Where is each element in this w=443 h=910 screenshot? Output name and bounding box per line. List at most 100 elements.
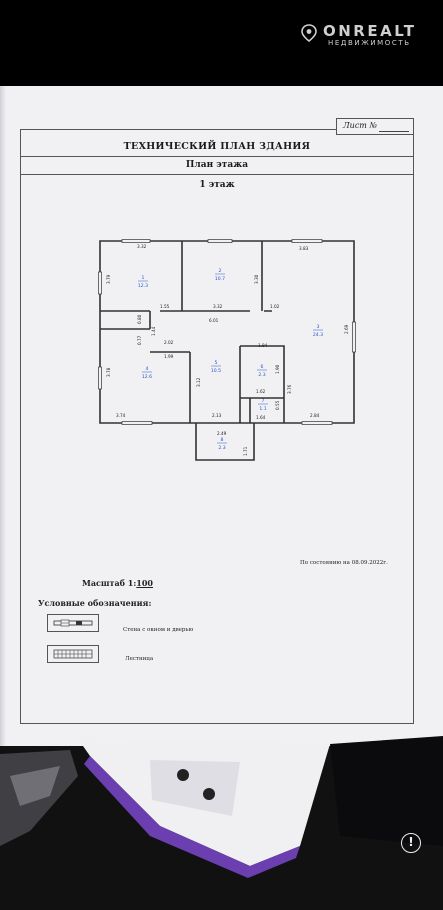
dim-right-height: 2.69 — [344, 324, 349, 334]
dim-top-right: 3.83 — [299, 246, 309, 251]
window-6 — [352, 321, 356, 353]
scale-value: 100 — [136, 578, 153, 588]
dim-bath-top: 1.84 — [258, 343, 268, 348]
document-subtitle: План этажа — [20, 157, 414, 175]
dim-room1-bottom: 1.55 — [160, 304, 170, 309]
window-7 — [121, 421, 153, 425]
window-8 — [301, 421, 333, 425]
dim-top-mid: 3.32 — [213, 304, 223, 309]
floor-plan: 3.32 3.83 3.79 3.78 1.55 3.32 1.02 3.30 … — [98, 239, 356, 461]
wall-window-door-symbol-icon — [53, 619, 93, 627]
room-3-label: 3 24.3 — [313, 324, 323, 338]
wall-lower-left-top — [100, 311, 151, 330]
room-7-label: 7 1.1 — [258, 398, 268, 412]
dark-background-right — [330, 736, 443, 846]
dim-bath-side: 1.90 — [275, 364, 280, 374]
scale-label: Масштаб 1: — [82, 578, 137, 588]
document-title: ТЕХНИЧЕСКИЙ ПЛАН ЗДАНИЯ — [20, 137, 414, 157]
room-8-label: 8 2.3 — [217, 437, 227, 451]
page-edge — [0, 86, 6, 846]
window-4 — [98, 271, 102, 295]
room-5-label: 5 10.5 — [211, 360, 221, 374]
legend-text-stairs: Лестница — [125, 656, 154, 662]
dim-lower-left-bottom: 3.74 — [116, 413, 126, 418]
window-marks — [98, 239, 356, 425]
stairs-symbol-icon — [53, 649, 93, 659]
floor-label: 1 этаж — [199, 180, 235, 190]
room-6-number: 6 — [261, 364, 264, 370]
room-3-area: 24.3 — [313, 332, 323, 338]
outer-wall — [99, 240, 355, 424]
room-2-area: 10.7 — [215, 276, 225, 282]
room-labels: 1 12.3 2 10.7 3 24.3 4 12.6 5 — [138, 268, 323, 451]
dim-room2-bottom-right: 1.02 — [270, 304, 280, 309]
sheet-number-line — [379, 131, 409, 132]
dim-wall-b: 0.77 — [137, 335, 142, 345]
room-1-number: 1 — [142, 275, 145, 281]
dim-hall-width: 6.01 — [209, 318, 219, 323]
window-3 — [291, 239, 323, 243]
room-3-number: 3 — [317, 324, 320, 330]
room-1-label: 1 12.3 — [138, 275, 148, 289]
punch-hole-1 — [177, 769, 189, 781]
dim-wall-c: 1.44 — [151, 326, 156, 336]
dim-room2-side: 3.30 — [254, 274, 259, 284]
room-5-area: 10.5 — [211, 368, 221, 374]
legend-symbol-wall — [47, 614, 99, 632]
room-6-label: 6 2.3 — [257, 364, 267, 378]
room-5-number: 5 — [215, 360, 218, 366]
room-8-number: 8 — [221, 437, 224, 443]
room-4-label: 4 12.6 — [142, 366, 152, 380]
room-7-area: 1.1 — [259, 406, 266, 412]
watermark-subtitle: НЕДВИЖИМОСТЬ — [328, 39, 411, 47]
dim-right-bottom: 2.84 — [310, 413, 320, 418]
sheet-label: Лист № — [343, 121, 378, 130]
dim-lower-left-inner: 1.99 — [164, 354, 174, 359]
porch-wall — [195, 423, 255, 461]
dim-entry-bottom: 2.13 — [212, 413, 222, 418]
room-4-number: 4 — [146, 366, 149, 372]
punch-hole-2 — [203, 788, 215, 800]
dim-left-lower: 3.78 — [106, 367, 111, 377]
dim-wc-side: 0.55 — [275, 400, 280, 410]
info-icon: ! — [408, 835, 414, 849]
map-pin-logo-icon — [301, 24, 317, 42]
dim-corridor-height: 3.12 — [196, 377, 201, 387]
room-4-area: 12.6 — [142, 374, 152, 380]
room-1-area: 12.3 — [138, 283, 148, 289]
date-note: По состоянию на 08.09.2022г. — [300, 560, 388, 566]
dim-lower-left-top: 2.02 — [164, 340, 174, 345]
room-6-area: 2.3 — [258, 372, 265, 378]
dim-left-upper: 3.79 — [106, 274, 111, 284]
foreground-clutter — [0, 736, 443, 910]
room-8-area: 2.3 — [218, 445, 225, 451]
document-frame — [20, 129, 414, 724]
watermark-brand: ONREALT — [323, 22, 417, 40]
legend-symbol-stairs — [47, 645, 99, 663]
watermark: ONREALT НЕДВИЖИМОСТЬ — [301, 22, 433, 52]
dim-wc-bottom: 1.64 — [256, 415, 266, 420]
document-page — [0, 86, 443, 846]
plan-dimensions: 3.32 3.83 3.79 3.78 1.55 3.32 1.02 3.30 … — [106, 244, 349, 456]
dim-wc-width: 1.62 — [256, 389, 266, 394]
room-2-label: 2 10.7 — [215, 268, 225, 282]
sheet-number-box: Лист № — [336, 118, 414, 135]
room-2-number: 2 — [219, 268, 222, 274]
window-5 — [98, 366, 102, 390]
purple-folder-edge — [84, 756, 300, 878]
info-button[interactable]: ! — [401, 833, 421, 853]
dim-top-left: 3.32 — [137, 244, 147, 249]
legend-title: Условные обозначения: — [38, 598, 152, 608]
room-7-number: 7 — [262, 398, 265, 404]
plan-walls — [99, 240, 355, 461]
dim-porch-side: 1.71 — [243, 446, 248, 456]
plastic-sleeve — [150, 760, 240, 816]
legend-text-wall: Стена с окном и дверью — [123, 627, 194, 633]
dim-porch-width: 2.49 — [217, 431, 227, 436]
scale-line: Масштаб 1:100 — [82, 578, 153, 588]
crumpled-paper-highlight — [10, 766, 60, 806]
window-1 — [121, 239, 151, 243]
dim-wall-a: 0.80 — [137, 314, 142, 324]
window-2 — [207, 239, 233, 243]
